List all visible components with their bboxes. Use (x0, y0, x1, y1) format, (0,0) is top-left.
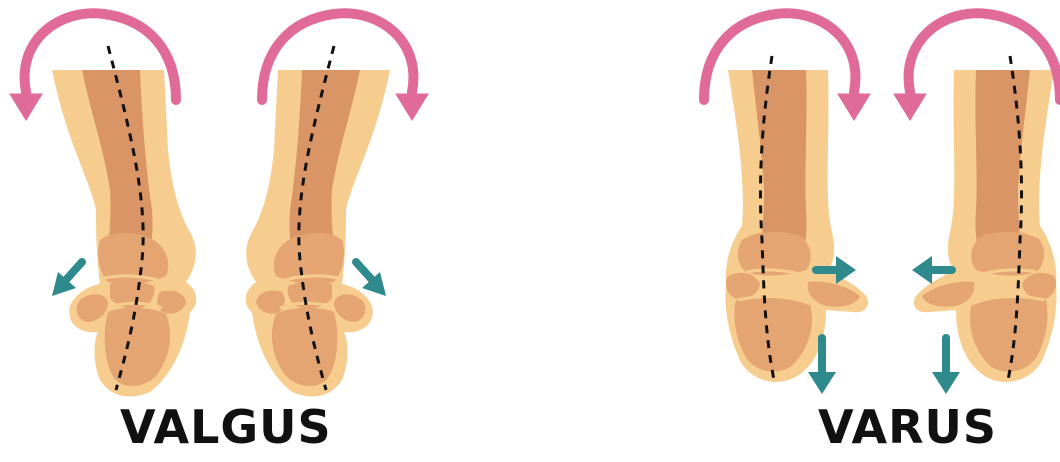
varus-group (704, 13, 1060, 394)
valgus-label: VALGUS (120, 404, 332, 450)
valgus-right-direction-arrow-icon (356, 262, 386, 296)
valgus-right-foot (246, 46, 390, 396)
valgus-left-direction-arrow-icon (52, 262, 82, 296)
varus-label: VARUS (818, 404, 997, 450)
valgus-right-foot-bones (246, 70, 390, 396)
valgus-group (10, 13, 428, 396)
valgus-left-foot-bones (52, 70, 196, 396)
varus-right-down-arrow-icon (932, 338, 960, 394)
varus-right-foot (914, 56, 1057, 382)
